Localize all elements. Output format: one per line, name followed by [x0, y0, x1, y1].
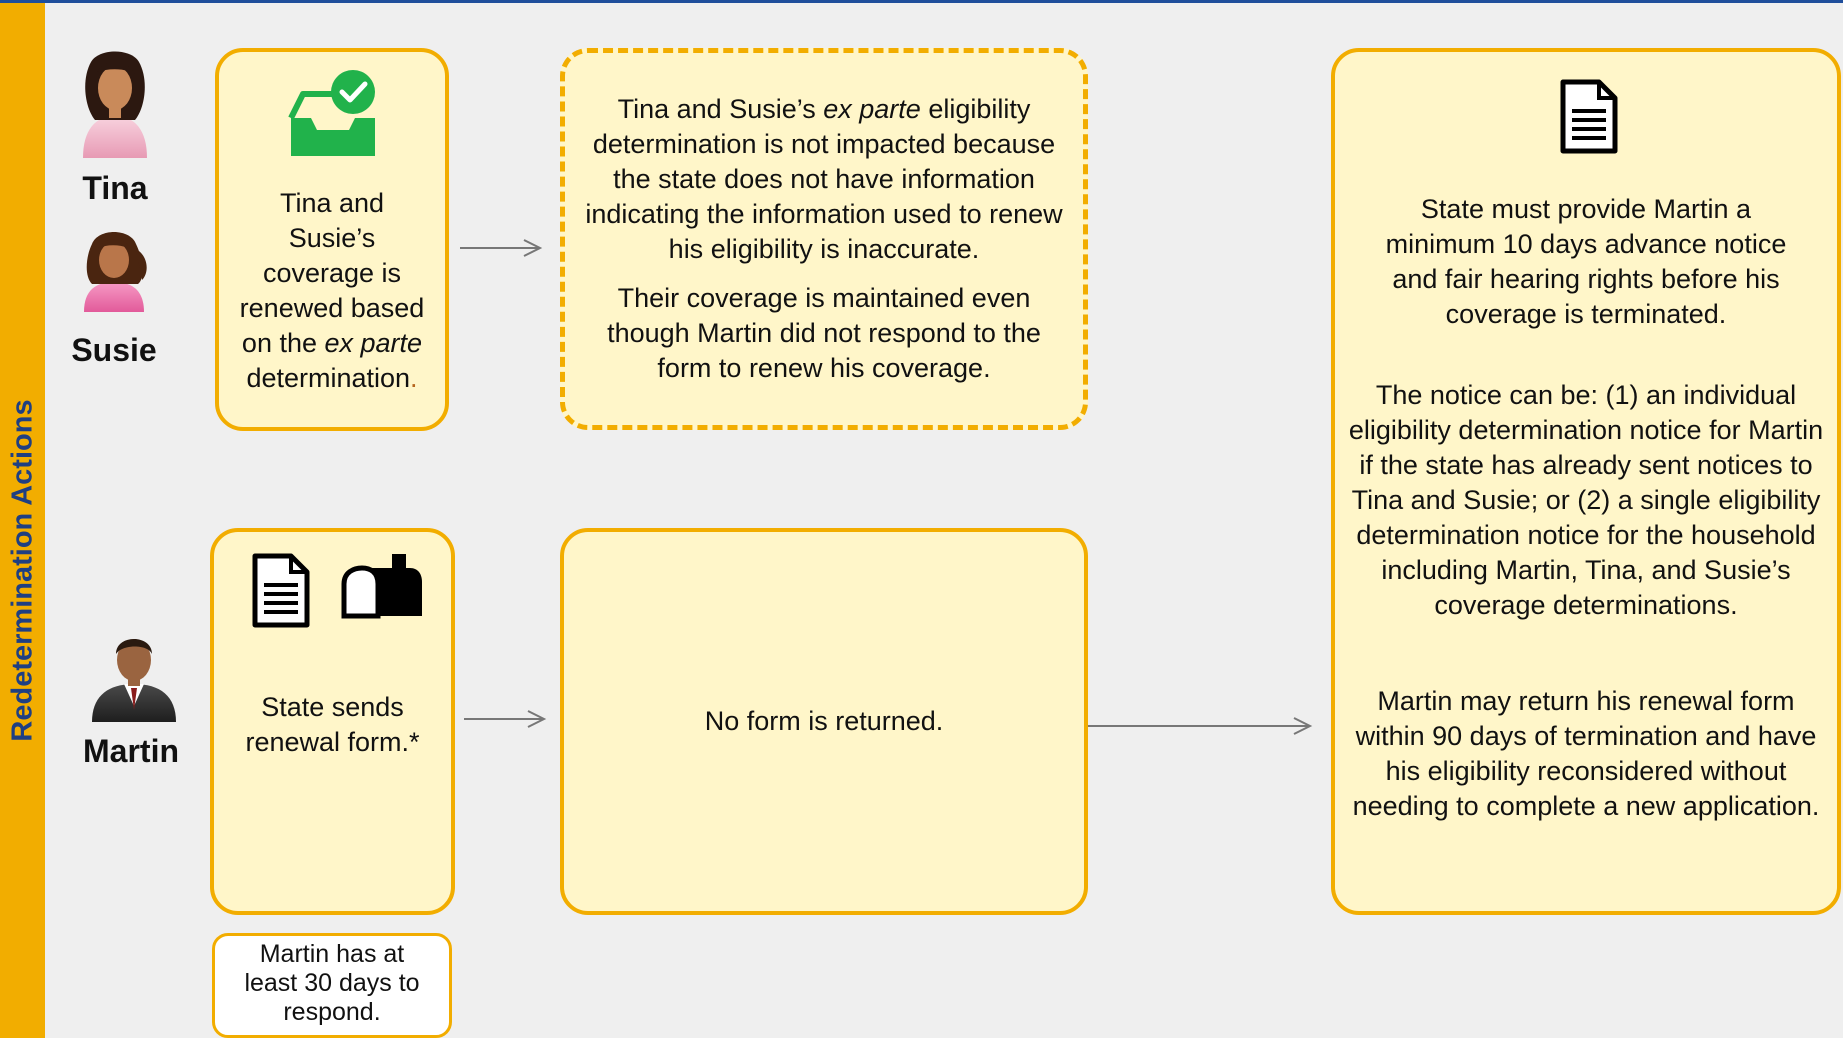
renewed-period: .: [410, 363, 418, 393]
document-icon: [252, 553, 310, 628]
ex-parte-text: Tina and Susie’s: [617, 94, 824, 124]
document-icon: [1560, 79, 1618, 154]
tina-name: Tina: [82, 170, 148, 206]
coverage-maintained-paragraph: Their coverage is maintained even though…: [607, 283, 1041, 383]
state-sends-line: State sends: [261, 692, 404, 722]
renewed-line: renewed based: [239, 293, 425, 323]
ex-parte-emphasis: ex parte: [324, 328, 423, 358]
respond-line: respond.: [283, 998, 381, 1026]
renewed-line: on the ex parte: [242, 326, 422, 361]
respond-window-note: Martin has at least 30 days to respond.: [212, 933, 452, 1038]
renewed-line: Tina and: [279, 188, 385, 218]
ex-parte-text: eligibility determination is not impacte…: [585, 94, 1063, 264]
termination-notice-box: State must provide Martin a minimum 10 d…: [1331, 48, 1841, 915]
renewed-text: determination: [246, 363, 411, 393]
martin-avatar: [92, 639, 176, 722]
renewed-line: coverage is: [262, 258, 402, 288]
state-sends-line: renewal form.*: [245, 727, 420, 757]
flow-arrow: [460, 239, 543, 257]
side-label-text: Redetermination Actions: [6, 398, 39, 742]
inbox-check-icon: [288, 70, 375, 156]
renewed-line: Susie’s: [288, 223, 376, 253]
advance-notice-paragraph: State must provide Martin a minimum 10 d…: [1385, 194, 1787, 329]
tina-susie-renewed-box: Tina and Susie’s coverage is renewed bas…: [215, 48, 449, 431]
notice-options-paragraph: The notice can be: (1) an individual eli…: [1348, 380, 1824, 620]
renewed-line: determination.: [246, 361, 417, 396]
ex-parte-emphasis: ex parte: [823, 94, 921, 124]
ex-parte-note-box: Tina and Susie’s ex parte eligibility de…: [560, 48, 1088, 430]
tina-avatar: [83, 51, 147, 158]
side-bar: [0, 3, 45, 1038]
respond-line: Martin has at: [259, 940, 405, 968]
side-label: Redetermination Actions: [3, 375, 43, 765]
susie-name: Susie: [71, 332, 157, 368]
top-rule: [0, 0, 1843, 3]
martin-name: Martin: [83, 733, 179, 769]
mailbox-icon: [341, 554, 422, 619]
renewed-text: on the: [241, 328, 325, 358]
flow-arrow: [1088, 717, 1313, 735]
reconsideration-paragraph: Martin may return his renewal form withi…: [1352, 686, 1820, 821]
respond-line: least 30 days to: [244, 969, 420, 997]
susie-avatar: [84, 232, 147, 312]
no-form-text: No form is returned.: [704, 706, 944, 736]
ex-parte-paragraph: Tina and Susie’s ex parte eligibility de…: [581, 92, 1067, 267]
state-sends-box: State sends renewal form.*: [210, 528, 455, 915]
no-form-box: No form is returned.: [560, 528, 1088, 915]
flow-arrow: [464, 710, 547, 728]
